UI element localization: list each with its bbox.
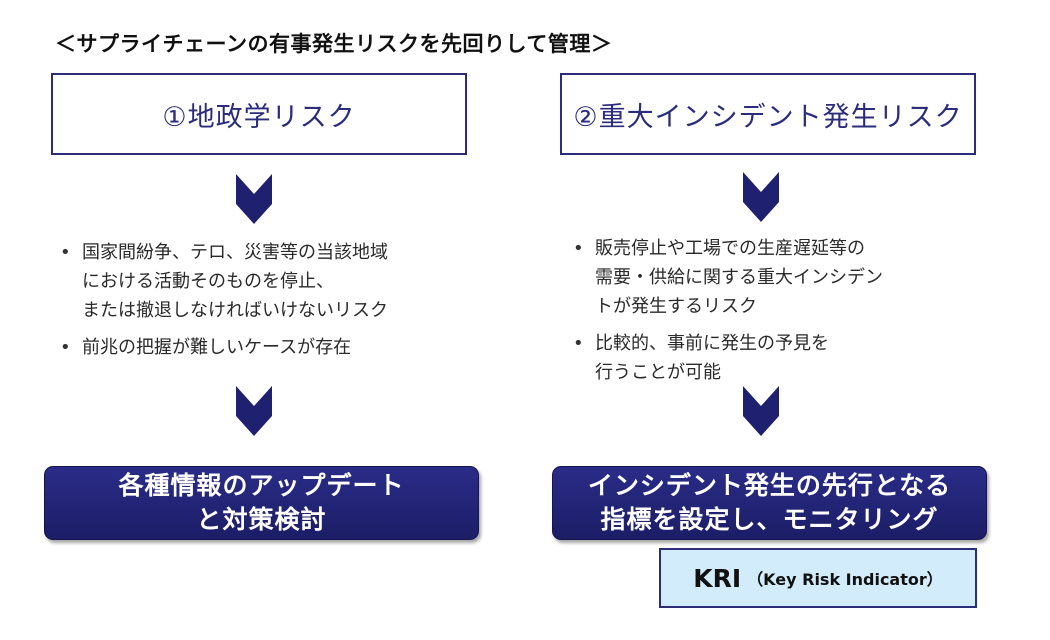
list-item: 前兆の把握が難しいケースが存在 (60, 333, 388, 362)
bullet-line: 比較的、事前に発生の予見を (595, 333, 829, 354)
list-item: 販売停止や工場での生産遅延等の 需要・供給に関する重大インシデン トが発生するリ… (573, 234, 883, 321)
incident-risk-bullets: 販売停止や工場での生産遅延等の 需要・供給に関する重大インシデン トが発生するリ… (573, 234, 883, 395)
action-line: 各種情報のアップデート (118, 471, 405, 500)
bullet-line: トが発生するリスク (595, 296, 757, 317)
kri-label: KRI (693, 563, 742, 593)
bullet-line: における活動そのものを停止、 (82, 271, 334, 292)
geopolitical-risk-bullets: 国家間紛争、テロ、災害等の当該地域 における活動そのものを停止、 または撤退しな… (60, 238, 388, 370)
chevron-down-icon (743, 172, 779, 228)
bullet-line: 販売停止や工場での生産遅延等の (595, 238, 865, 259)
list-item: 国家間紛争、テロ、災害等の当該地域 における活動そのものを停止、 または撤退しな… (60, 238, 388, 325)
bullet-line: 行うことが可能 (595, 362, 721, 383)
bullet-line: または撤退しなければいけないリスク (82, 300, 388, 321)
action-line: と対策検討 (196, 505, 327, 534)
info-update-action-box: 各種情報のアップデート と対策検討 (44, 466, 479, 540)
bullet-line: 国家間紛争、テロ、災害等の当該地域 (82, 242, 388, 263)
geopolitical-risk-box: ①地政学リスク (51, 73, 467, 155)
bullet-line: 前兆の把握が難しいケースが存在 (82, 337, 352, 358)
bullet-line: 需要・供給に関する重大インシデン (595, 267, 883, 288)
list-item: 比較的、事前に発生の予見を 行うことが可能 (573, 329, 883, 387)
chevron-down-icon (236, 174, 272, 230)
action-line: 指標を設定し、モニタリング (600, 505, 939, 534)
chevron-down-icon (743, 386, 779, 442)
action-line: インシデント発生の先行となる (587, 471, 952, 500)
kri-box: KRI （Key Risk Indicator） (659, 548, 977, 608)
kri-subtitle: （Key Risk Indicator） (747, 570, 943, 589)
incident-risk-box: ②重大インシデント発生リスク (560, 73, 976, 155)
chevron-down-icon (236, 386, 272, 442)
diagram-title: ＜サプライチェーンの有事発生リスクを先回りして管理＞ (55, 32, 613, 56)
indicator-monitoring-action-box: インシデント発生の先行となる 指標を設定し、モニタリング (552, 466, 987, 540)
